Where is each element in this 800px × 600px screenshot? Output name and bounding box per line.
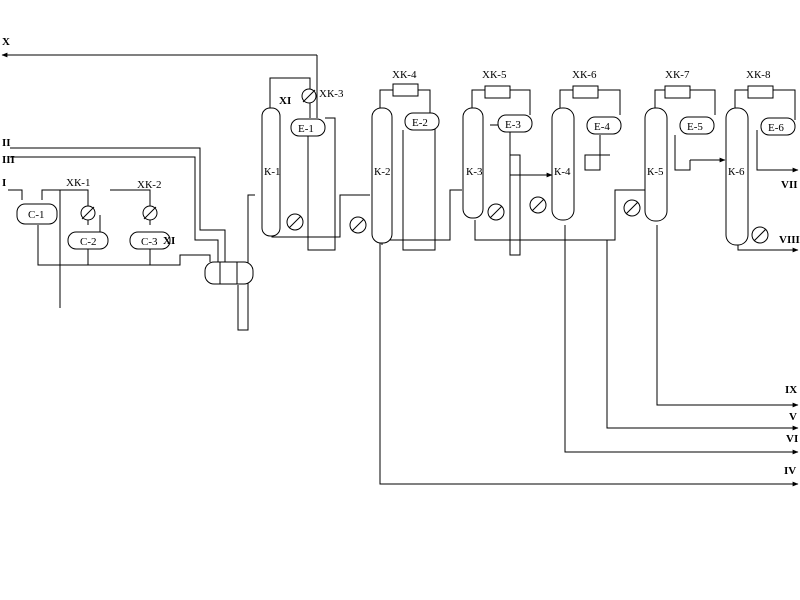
stream-i-label: I bbox=[2, 177, 6, 189]
stream-xi-b-label: XI bbox=[163, 235, 175, 247]
e3-line bbox=[490, 124, 521, 256]
stream-xi-a-label: XI bbox=[279, 95, 291, 107]
column-k3 bbox=[462, 107, 484, 219]
stream-labels: X II III I XI XI VII VIII IX V VI IV bbox=[2, 36, 800, 477]
stream-v-label: V bbox=[789, 411, 797, 423]
xk2-line bbox=[110, 189, 151, 225]
stream-ii-line bbox=[10, 147, 226, 262]
stream-vi-label: VI bbox=[786, 433, 798, 445]
drum-e3 bbox=[497, 114, 533, 133]
stream-i-line bbox=[8, 189, 23, 200]
c1-bottom-line bbox=[37, 225, 211, 266]
air-cooler-xk8 bbox=[747, 85, 774, 99]
k2-bottom-to-k3 bbox=[381, 189, 462, 245]
e3-label: Е-3 bbox=[505, 119, 521, 131]
e2-label: Е-2 bbox=[412, 117, 428, 129]
stream-iii-line bbox=[10, 156, 219, 262]
xk3-label: ХК-3 bbox=[319, 88, 344, 100]
e1-label: Е-1 bbox=[298, 123, 314, 135]
xk1-label: ХК-1 bbox=[66, 177, 90, 189]
k6-label: К-6 bbox=[728, 166, 745, 178]
e6-label: Е-6 bbox=[768, 122, 784, 134]
c2-label: С-2 bbox=[80, 236, 97, 248]
stream-x-label: X bbox=[2, 36, 10, 48]
stream-iv-line bbox=[379, 239, 799, 487]
xk8-label: ХК-8 bbox=[746, 69, 771, 81]
separator-c1 bbox=[16, 203, 58, 225]
k3-bottom-line bbox=[474, 189, 645, 241]
column-k1 bbox=[261, 107, 281, 237]
separator-c3 bbox=[129, 231, 171, 250]
stream-ix-line bbox=[656, 225, 799, 408]
air-cooler-xk5 bbox=[484, 85, 511, 99]
separators: С-1 С-2 С-3 bbox=[16, 203, 254, 285]
xk2-label: ХК-2 bbox=[137, 179, 161, 191]
k3-label: К-3 bbox=[466, 166, 483, 178]
stream-v-line bbox=[606, 240, 799, 431]
stream-vi-line bbox=[564, 225, 799, 455]
xk6-label: ХК-6 bbox=[572, 69, 597, 81]
stream-viii-label: VIII bbox=[779, 234, 800, 246]
e5-label: Е-5 bbox=[687, 121, 703, 133]
air-cooler-xk6 bbox=[572, 85, 599, 99]
xk4-label: ХК-4 bbox=[392, 69, 417, 81]
stream-ii-label: II bbox=[2, 137, 11, 149]
xk7-label: ХК-7 bbox=[665, 69, 690, 81]
stream-vii-line bbox=[756, 130, 799, 173]
mixer-to-k1 bbox=[237, 194, 255, 331]
stream-iv-label: IV bbox=[784, 465, 796, 477]
heat-exchangers bbox=[80, 88, 769, 244]
air-coolers bbox=[392, 83, 774, 99]
c3-label: С-3 bbox=[141, 236, 158, 248]
drum-e6 bbox=[760, 117, 796, 136]
mixer-vessel bbox=[204, 261, 254, 285]
e2-line bbox=[402, 125, 436, 251]
c1-vapor-line bbox=[41, 189, 61, 308]
e1-liquid bbox=[307, 117, 336, 251]
air-cooler-xk7 bbox=[664, 85, 691, 99]
e4-label: Е-4 bbox=[594, 121, 610, 133]
e4-line bbox=[584, 135, 610, 171]
e5-line bbox=[674, 135, 691, 171]
xk5-label: ХК-5 bbox=[482, 69, 507, 81]
k2-label: К-2 bbox=[374, 166, 391, 178]
pipelines bbox=[1, 52, 799, 487]
column-k4 bbox=[551, 107, 575, 221]
air-cooler-xk4 bbox=[392, 83, 419, 97]
stream-iii-label: III bbox=[2, 154, 15, 166]
column-k5 bbox=[644, 107, 668, 222]
drum-e2 bbox=[404, 112, 440, 131]
separator-c2 bbox=[67, 231, 109, 250]
column-k6 bbox=[725, 107, 749, 246]
c1-label: С-1 bbox=[28, 209, 45, 221]
stream-ix-label: IX bbox=[785, 384, 797, 396]
reflux-drums: Е-1 Е-2 Е-3 Е-4 Е-5 Е-6 bbox=[290, 112, 796, 137]
k1-label: К-1 bbox=[264, 166, 281, 178]
k5-label: К-5 bbox=[647, 166, 664, 178]
cooler-labels: ХК-1 ХК-2 ХК-3 ХК-4 ХК-5 ХК-6 ХК-7 ХК-8 bbox=[66, 69, 771, 191]
drum-e4 bbox=[586, 116, 622, 135]
column-k2 bbox=[371, 107, 393, 244]
k4-label: К-4 bbox=[554, 166, 571, 178]
columns: К-1 К-2 К-3 К-4 К-5 К-6 bbox=[261, 107, 749, 246]
stream-vii-label: VII bbox=[781, 179, 798, 191]
drum-e5 bbox=[679, 116, 715, 135]
drum-e1 bbox=[290, 118, 326, 137]
